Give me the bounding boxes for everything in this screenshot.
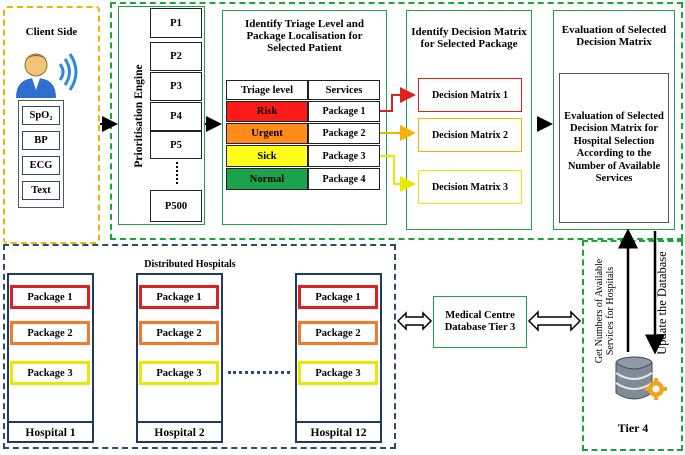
decision-matrix-3: Decision Matrix 3 bbox=[418, 170, 522, 204]
prioritisation-engine bbox=[118, 6, 205, 225]
hospital-12-package-2: Package 2 bbox=[298, 321, 378, 345]
hospital-12-package-1: Package 1 bbox=[298, 285, 378, 309]
hospital-1-column bbox=[7, 273, 94, 443]
patient-p500: P500 bbox=[150, 190, 202, 222]
client-side-panel bbox=[3, 6, 100, 244]
triage-service-1: Package 1 bbox=[308, 101, 380, 122]
hospital-1-package-1: Package 1 bbox=[10, 285, 90, 309]
hospital-1-package-3: Package 3 bbox=[10, 361, 90, 385]
patient-ellipsis bbox=[176, 162, 178, 184]
decision-panel bbox=[406, 10, 532, 230]
double-arrow-medical-tier4 bbox=[527, 310, 582, 332]
decision-matrix-1: Decision Matrix 1 bbox=[418, 78, 522, 112]
hospital-1-package-2: Package 2 bbox=[10, 321, 90, 345]
hospital-2-name: Hospital 2 bbox=[136, 421, 223, 443]
client-signals-box bbox=[18, 100, 64, 208]
double-arrow-hospitals-medical bbox=[396, 311, 433, 331]
signal-bp: BP bbox=[22, 131, 60, 150]
patient-p4: P4 bbox=[150, 102, 202, 131]
patient-p2: P2 bbox=[150, 42, 202, 71]
triage-service-2: Package 2 bbox=[308, 123, 380, 144]
hospital-2-column bbox=[136, 273, 223, 443]
distributed-hospitals-title: Distributed Hospitals bbox=[144, 258, 236, 270]
tier4-label: Tier 4 bbox=[617, 420, 649, 435]
evaluation-body: Evaluation of Selected Decision Matrix f… bbox=[559, 73, 669, 223]
distributed-hospitals-panel bbox=[3, 244, 396, 449]
client-user-icon bbox=[10, 50, 82, 100]
arrow-package3-to-matrix3 bbox=[380, 155, 416, 192]
hospital-12-column bbox=[295, 273, 382, 443]
patient-p3: P3 bbox=[150, 72, 202, 101]
triage-panel bbox=[222, 10, 387, 225]
triage-level-urgent: Urgent bbox=[226, 123, 308, 144]
patient-p1: P1 bbox=[150, 8, 202, 38]
evaluation-title: Evaluation of Selected Decision Matrix bbox=[561, 24, 667, 48]
hospital-12-name: Hospital 12 bbox=[295, 421, 382, 443]
triage-level-risk: Risk bbox=[226, 101, 308, 122]
decision-matrix-2: Decision Matrix 2 bbox=[418, 118, 522, 152]
medical-centre-box: Medical Centre Database Tier 3 bbox=[433, 296, 527, 348]
triage-header-level: Triage level bbox=[226, 80, 308, 100]
triage-service-3: Package 3 bbox=[308, 145, 380, 167]
triage-title: Identify Triage Level and Package Locali… bbox=[244, 18, 365, 54]
client-side-title: Client Side bbox=[25, 26, 78, 38]
hospital-1-name: Hospital 1 bbox=[7, 421, 94, 443]
hospital-2-package-3: Package 3 bbox=[139, 361, 219, 385]
decision-title: Identify Decision Matrix for Selected Pa… bbox=[411, 26, 527, 50]
triage-header-services: Services bbox=[308, 80, 380, 100]
signal-ecg: ECG bbox=[22, 156, 60, 175]
triage-service-4: Package 4 bbox=[308, 168, 380, 190]
hospital-2-package-1: Package 1 bbox=[139, 285, 219, 309]
arrow-package1-to-matrix1 bbox=[380, 87, 416, 112]
hospital-12-package-3: Package 3 bbox=[298, 361, 378, 385]
triage-level-sick: Sick bbox=[226, 145, 308, 167]
patient-p5: P5 bbox=[150, 131, 202, 159]
signal-spo2: SpO₂ bbox=[22, 106, 60, 125]
database-icon bbox=[612, 355, 672, 407]
hospitals-ellipsis bbox=[228, 371, 290, 374]
signal-text: Text bbox=[22, 181, 60, 200]
hospital-2-package-2: Package 2 bbox=[139, 321, 219, 345]
evaluation-panel bbox=[553, 10, 675, 230]
triage-level-normal: Normal bbox=[226, 168, 308, 190]
